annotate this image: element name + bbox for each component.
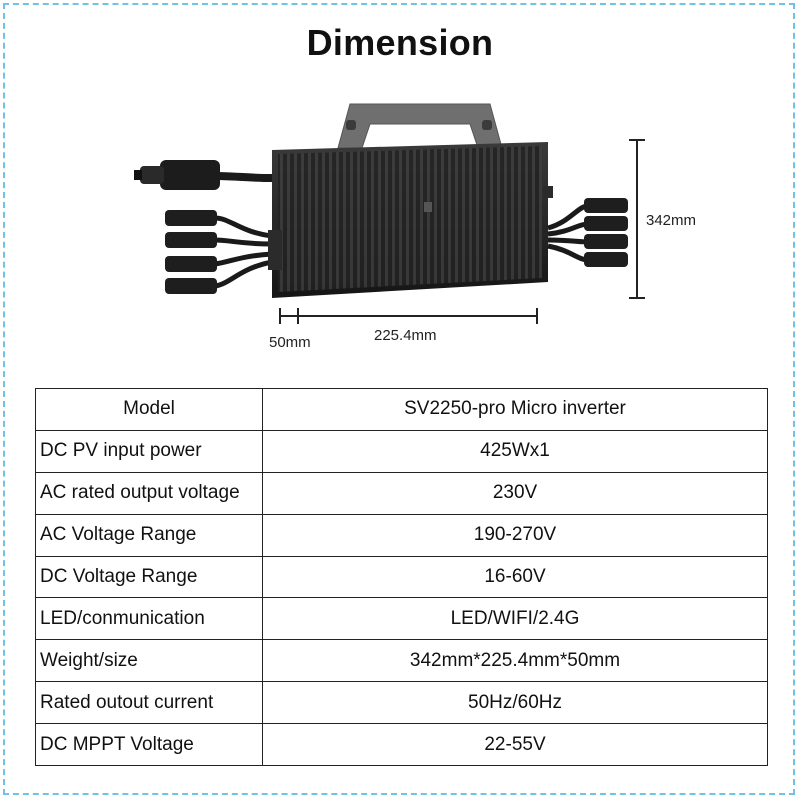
spec-table: Model SV2250-pro Micro inverter DC PV in… [35,388,768,766]
height-dimension-line [629,139,645,299]
spec-label: LED/conmunication [35,597,263,641]
table-row: AC Voltage Range 190-270V [35,513,768,557]
spec-value: 425Wx1 [262,429,768,473]
ac-cable [134,160,273,190]
spec-value: SV2250-pro Micro inverter [262,388,768,431]
table-row: Rated outout current 50Hz/60Hz [35,681,768,724]
spec-value: 230V [262,471,768,515]
spec-value: 190-270V [262,513,768,557]
table-row: DC Voltage Range 16-60V [35,555,768,599]
spec-label: DC PV input power [35,429,263,473]
spec-label: AC rated output voltage [35,471,263,515]
dc-connectors-left [165,210,282,294]
table-row: Weight/size 342mm*225.4mm*50mm [35,639,768,683]
spec-label: Model [35,388,263,431]
mounting-bracket [337,103,503,149]
spec-value: 50Hz/60Hz [262,681,768,724]
spec-label: AC Voltage Range [35,513,263,557]
height-label: 342mm [646,212,697,229]
table-row: LED/conmunication LED/WIFI/2.4G [35,597,768,641]
page-title: Dimension [306,22,494,63]
spec-value: LED/WIFI/2.4G [262,597,768,641]
width-dimension-line [279,308,538,324]
table-row: Model SV2250-pro Micro inverter [35,388,768,431]
page-border [3,3,795,795]
table-row: DC MPPT Voltage 22-55V [35,723,768,766]
width-label: 225.4mm [374,327,437,344]
spec-label: Rated outout current [35,681,263,724]
spec-label: DC Voltage Range [35,555,263,599]
spec-value: 22-55V [262,723,768,766]
spec-value: 342mm*225.4mm*50mm [262,639,768,683]
table-row: DC PV input power 425Wx1 [35,429,768,473]
spec-label: Weight/size [35,639,263,683]
dc-connectors-right [543,186,628,267]
spec-value: 16-60V [262,555,768,599]
table-row: AC rated output voltage 230V [35,471,768,515]
spec-label: DC MPPT Voltage [35,723,263,766]
depth-label: 50mm [269,334,311,351]
inverter-body [272,142,548,298]
inverter-figure [134,103,645,324]
